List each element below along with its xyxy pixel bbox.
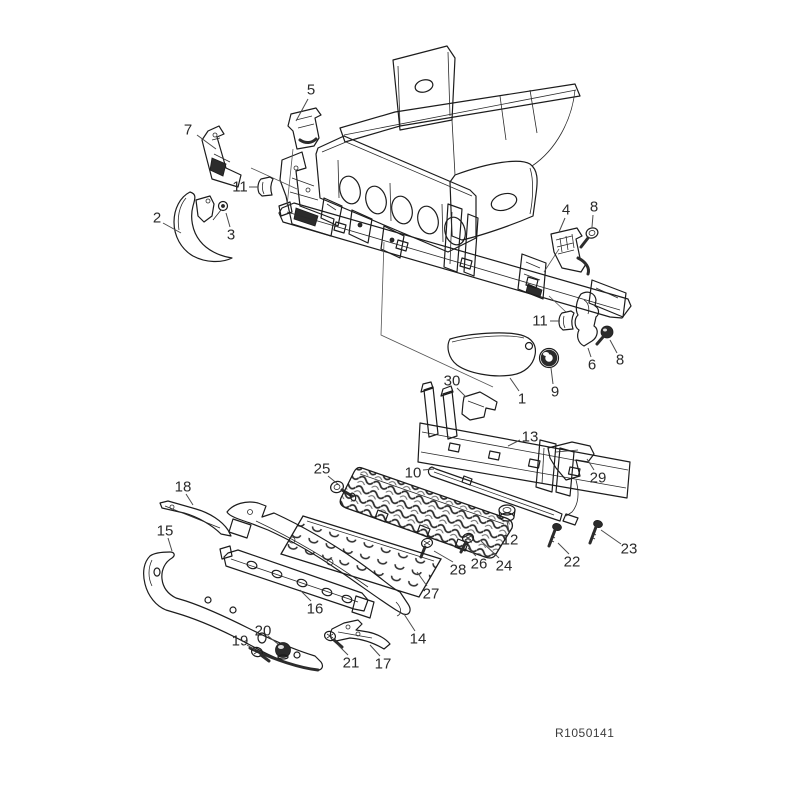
callout-5-label: 5 — [307, 82, 315, 99]
callout-13-label: 13 — [522, 429, 539, 446]
callout-2-leader — [162, 222, 182, 234]
callout-18-label: 18 — [175, 479, 192, 496]
callout-19-leader — [246, 644, 256, 651]
part-4-bracket-drawing — [550, 227, 590, 276]
callout-15-leader — [167, 537, 173, 552]
callout-22-leader — [557, 542, 570, 555]
callout-11-label: 11 — [232, 179, 248, 196]
callout-20-leader — [267, 635, 279, 645]
callout-6-leader — [587, 347, 592, 358]
callout-2-label: 2 — [153, 210, 161, 227]
part-10-strip-drawing — [427, 466, 563, 522]
callout-4-leader — [558, 217, 566, 233]
callout-8-label: 8 — [590, 199, 598, 216]
part-8-screw-upper-drawing — [579, 227, 599, 249]
callout-6-label: 6 — [588, 357, 596, 374]
callout-15-label: 15 — [157, 523, 174, 540]
callout-21-leader — [337, 644, 349, 656]
callout-28-label: 28 — [450, 562, 467, 579]
callout-9-leader — [550, 367, 554, 385]
callout-25-label: 25 — [314, 461, 331, 478]
part-13-crossmember-drawing — [417, 381, 631, 526]
callout-24-leader — [480, 540, 500, 559]
callout-10-leader — [422, 468, 435, 471]
part-5-bracket-drawing — [287, 107, 322, 150]
part-14-bumper-upper-drawing — [226, 501, 411, 617]
part-16-armature-drawing — [219, 545, 375, 619]
callout-10-label: 10 — [405, 465, 422, 482]
main-assembly-drawing — [278, 45, 632, 319]
callout-30-label: 30 — [444, 373, 461, 390]
part-24-grille-drawing — [339, 466, 514, 559]
callout-20-label: 20 — [255, 623, 272, 640]
callout-16-leader — [299, 589, 312, 602]
callout-21-label: 21 — [343, 655, 360, 672]
part-26-screw-drawing — [459, 532, 475, 554]
part-3-screw-drawing — [212, 200, 229, 221]
part-15-bumper-lower-drawing — [143, 551, 324, 672]
callout-29-leader — [586, 458, 595, 471]
callout-16-label: 16 — [307, 601, 324, 618]
callout-14-label: 14 — [410, 631, 427, 648]
callout-29-label: 29 — [590, 470, 607, 487]
part-22-bolt-drawing — [547, 523, 562, 548]
callout-8-leader — [609, 339, 618, 354]
part-2-deflector-drawing — [173, 191, 233, 263]
callout-5-leader — [295, 98, 309, 122]
part-6-bracket-drawing — [574, 291, 600, 347]
callout-8-label: 8 — [616, 352, 624, 369]
reference-code: R1050141 — [555, 726, 615, 740]
construction-lines — [250, 148, 567, 388]
callout-26-label: 26 — [471, 556, 488, 573]
callout-11-label: 11 — [532, 313, 548, 330]
callout-4-label: 4 — [562, 202, 570, 219]
callout-17-leader — [369, 644, 381, 657]
callout-9-label: 9 — [551, 384, 559, 401]
part-17-bracket-drawing — [329, 619, 391, 650]
callout-23-leader — [600, 529, 622, 545]
part-20-grommet-drawing — [275, 642, 291, 660]
part-7-bracket-drawing — [201, 125, 242, 188]
callout-3-leader — [225, 212, 231, 228]
part-11-clip-lower-drawing — [558, 310, 575, 331]
callout-1-leader — [509, 377, 520, 392]
callout-26-leader — [467, 547, 477, 557]
callout-7-label: 7 — [184, 122, 192, 139]
callout-12-label: 12 — [502, 532, 519, 549]
callout-28-leader — [433, 550, 454, 563]
callout-18-leader — [185, 493, 194, 506]
part-29-bracket-drawing — [547, 441, 595, 481]
callout-27-label: 27 — [423, 586, 440, 603]
callout-13-leader — [507, 439, 521, 447]
callout-25-leader — [327, 475, 340, 486]
part-9-grommet-drawing — [538, 347, 560, 369]
callout-22-label: 22 — [564, 554, 581, 571]
callout-14-leader — [403, 613, 416, 632]
part-30-bracket-drawing — [461, 391, 498, 421]
part-8-nut-lower-drawing — [595, 325, 614, 346]
callout-8-leader — [591, 214, 594, 228]
callout-27-leader — [416, 571, 428, 587]
part-23-bolt-drawing — [588, 520, 603, 545]
part-19-screw-drawing — [251, 646, 271, 663]
callout-7-leader — [196, 134, 217, 150]
callout-24-label: 24 — [496, 558, 513, 575]
callout-19-label: 19 — [232, 633, 249, 650]
callout-23-label: 23 — [621, 541, 638, 558]
part-1-air-deflector-drawing — [447, 332, 537, 377]
callout-12-leader — [506, 520, 510, 533]
callout-1-label: 1 — [518, 391, 526, 408]
part-11-clip-upper-drawing — [257, 176, 274, 197]
callout-17-label: 17 — [375, 656, 392, 673]
callout-30-leader — [456, 387, 467, 398]
callout-3-label: 3 — [227, 227, 235, 244]
part-18-clip-drawing — [159, 500, 232, 537]
part-21-screw-drawing — [324, 630, 344, 649]
part-27-plate-drawing — [280, 515, 442, 598]
